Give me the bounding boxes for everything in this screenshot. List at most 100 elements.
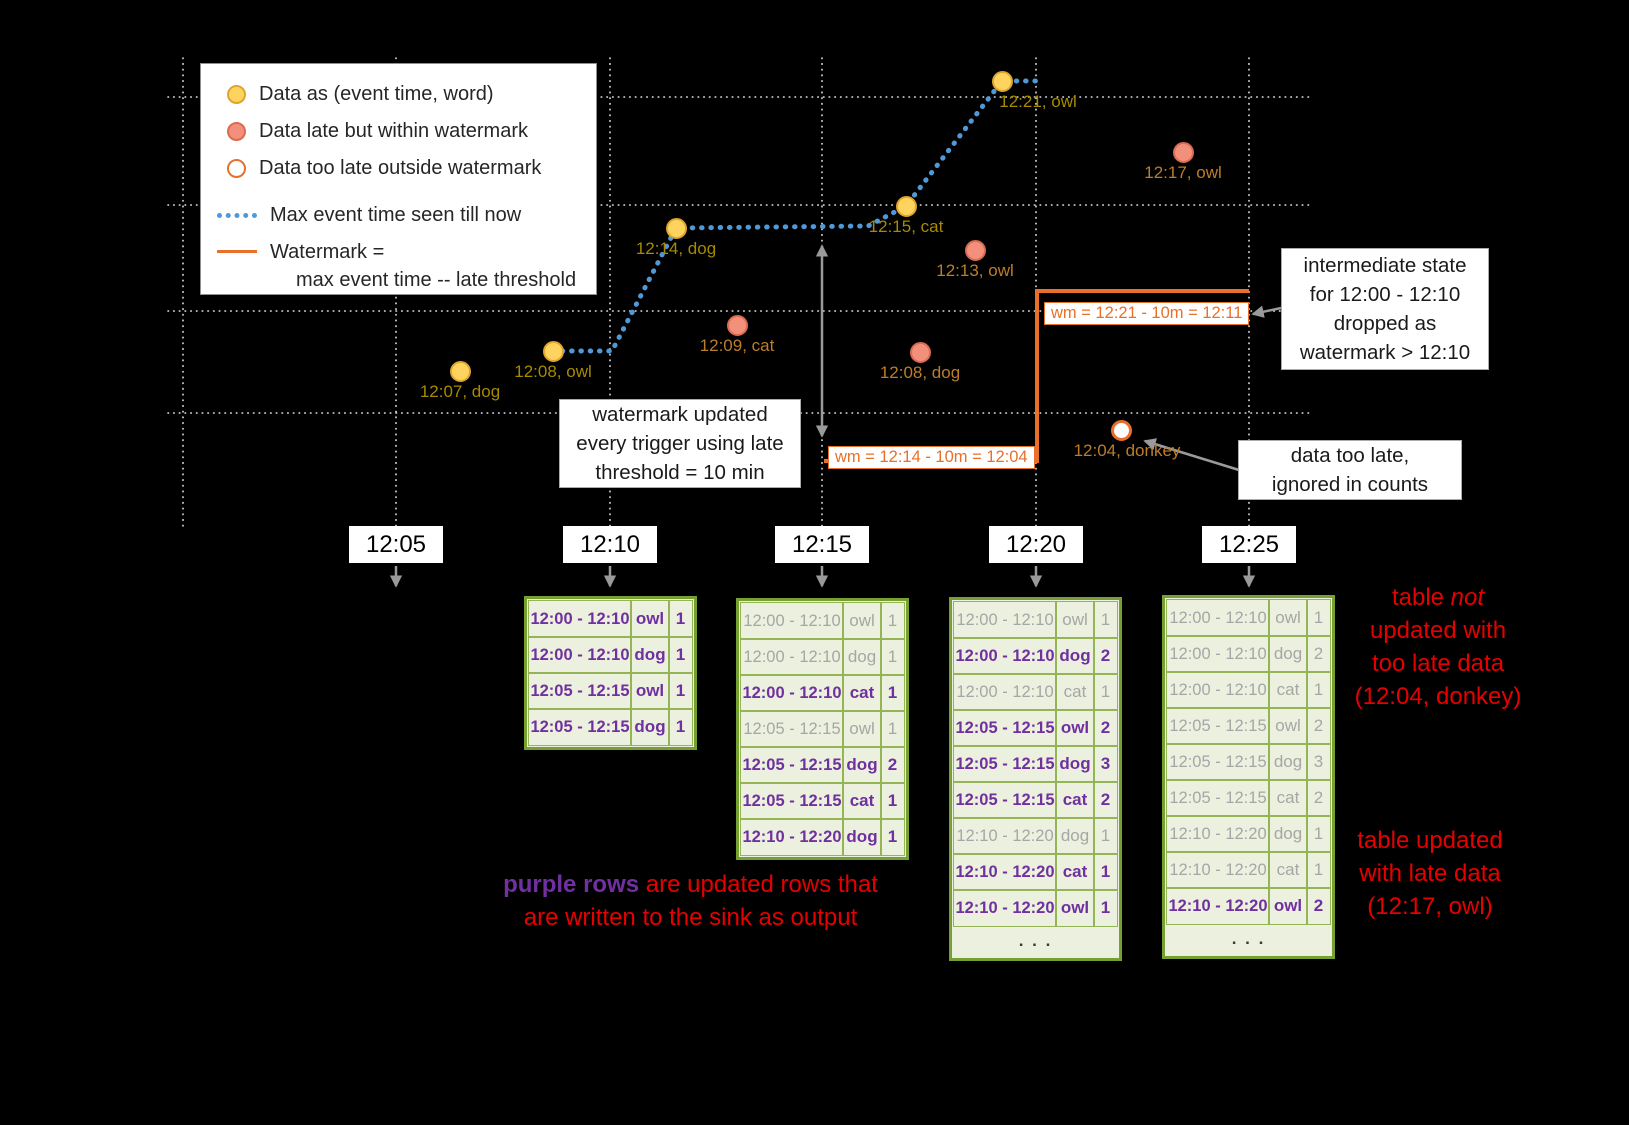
legend-item-max-event-time: Max event time seen till now [217,197,580,234]
cell-word: dog [842,746,882,784]
cell-count: 1 [1093,889,1118,927]
note-text: are updated rows that [639,871,878,898]
trigger-time-12-15: 12:15 [775,526,869,563]
cell-word: owl [1268,599,1308,637]
callout-line: every trigger using late [576,432,784,455]
cell-count: 1 [1093,601,1118,639]
cell-word: owl [1055,889,1095,927]
trigger-time-12-25: 12:25 [1202,526,1296,563]
watermark-line-icon [217,250,257,253]
cell-word: owl [1055,709,1095,747]
cell-count: 1 [880,782,905,820]
event-point-label: 12:08, owl [514,362,592,381]
cell-count: 2 [880,746,905,784]
cell-count: 1 [880,818,905,856]
note-line: are written to the sink as output [523,904,858,931]
callout-line: watermark updated [592,403,768,426]
event-point-label: 12:08, dog [879,363,961,382]
cell-window: 12:10 - 12:20 [953,889,1057,927]
callout-too-late: data too late, ignored in counts [1238,440,1462,500]
cell-word: owl [1055,601,1095,639]
event-point-late [1172,141,1194,163]
cell-word: cat [1268,779,1308,817]
table-more-rows: . . . [1018,931,1053,950]
cell-count: 1 [668,636,693,674]
event-point-label: 12:07, dog [419,382,501,401]
event-point-ontime [542,340,564,362]
legend-item-ontime: Data as (event time, word) [217,76,580,113]
note-text-italic: not [1450,584,1485,611]
trigger-time-12-05: 12:05 [349,526,443,563]
note-line: (12:04, donkey) [1354,683,1522,710]
cell-count: 3 [1306,743,1331,781]
event-point-ontime [895,195,917,217]
legend-item-watermark: Watermark = max event time -- late thres… [217,234,580,298]
cell-count: 1 [668,708,693,746]
cell-window: 12:05 - 12:15 [1166,707,1270,745]
cell-word: owl [630,672,670,710]
cell-word: cat [842,674,882,712]
cell-window: 12:00 - 12:10 [1166,671,1270,709]
cell-window: 12:00 - 12:10 [528,636,632,674]
note-line: table not [1342,581,1534,614]
too-late-arrow [1143,438,1240,472]
state-dropped-arrow [1251,305,1282,318]
cell-window: 12:10 - 12:20 [953,817,1057,855]
cell-window: 12:10 - 12:20 [1166,851,1270,889]
cell-count: 1 [1093,853,1118,891]
cell-word: dog [842,818,882,856]
legend-label: Watermark = max event time -- late thres… [270,238,576,294]
cell-count: 2 [1306,635,1331,673]
cell-window: 12:05 - 12:15 [953,745,1057,783]
cell-window: 12:00 - 12:10 [740,602,844,640]
cell-window: 12:05 - 12:15 [740,746,844,784]
legend-spacer [217,187,580,197]
cell-count: 2 [1306,707,1331,745]
cell-window: 12:00 - 12:10 [1166,599,1270,637]
cell-word: cat [1055,781,1095,819]
callout-line: intermediate state [1303,254,1467,277]
cell-word: cat [1268,851,1308,889]
max-event-time-line [550,78,1041,354]
event-point-label: 12:17, owl [1144,163,1222,182]
cell-window: 12:05 - 12:15 [953,709,1057,747]
note-line: purple rows are updated rows that [478,868,903,901]
cell-word: owl [842,602,882,640]
cell-word: dog [1055,637,1095,675]
cell-window: 12:00 - 12:10 [953,673,1057,711]
updated-late-note: table updated with late data (12:17, owl… [1330,824,1530,923]
legend-item-too-late: Data too late outside watermark [217,150,580,187]
too-late-dot-icon [227,159,246,178]
note-line: with late data [1359,860,1501,887]
watermark-value-1: wm = 12:14 - 10m = 12:04 [828,446,1035,469]
cell-window: 12:05 - 12:15 [1166,743,1270,781]
cell-word: dog [1268,743,1308,781]
event-point-label: 12:13, owl [936,261,1014,280]
cell-word: dog [630,636,670,674]
cell-word: cat [1055,673,1095,711]
event-point-label: 12:04, donkey [1073,441,1181,460]
cell-count: 2 [1093,709,1118,747]
callout-line: watermark > 12:10 [1299,341,1471,364]
cell-window: 12:05 - 12:15 [528,708,632,746]
cell-window: 12:10 - 12:20 [1166,887,1270,925]
